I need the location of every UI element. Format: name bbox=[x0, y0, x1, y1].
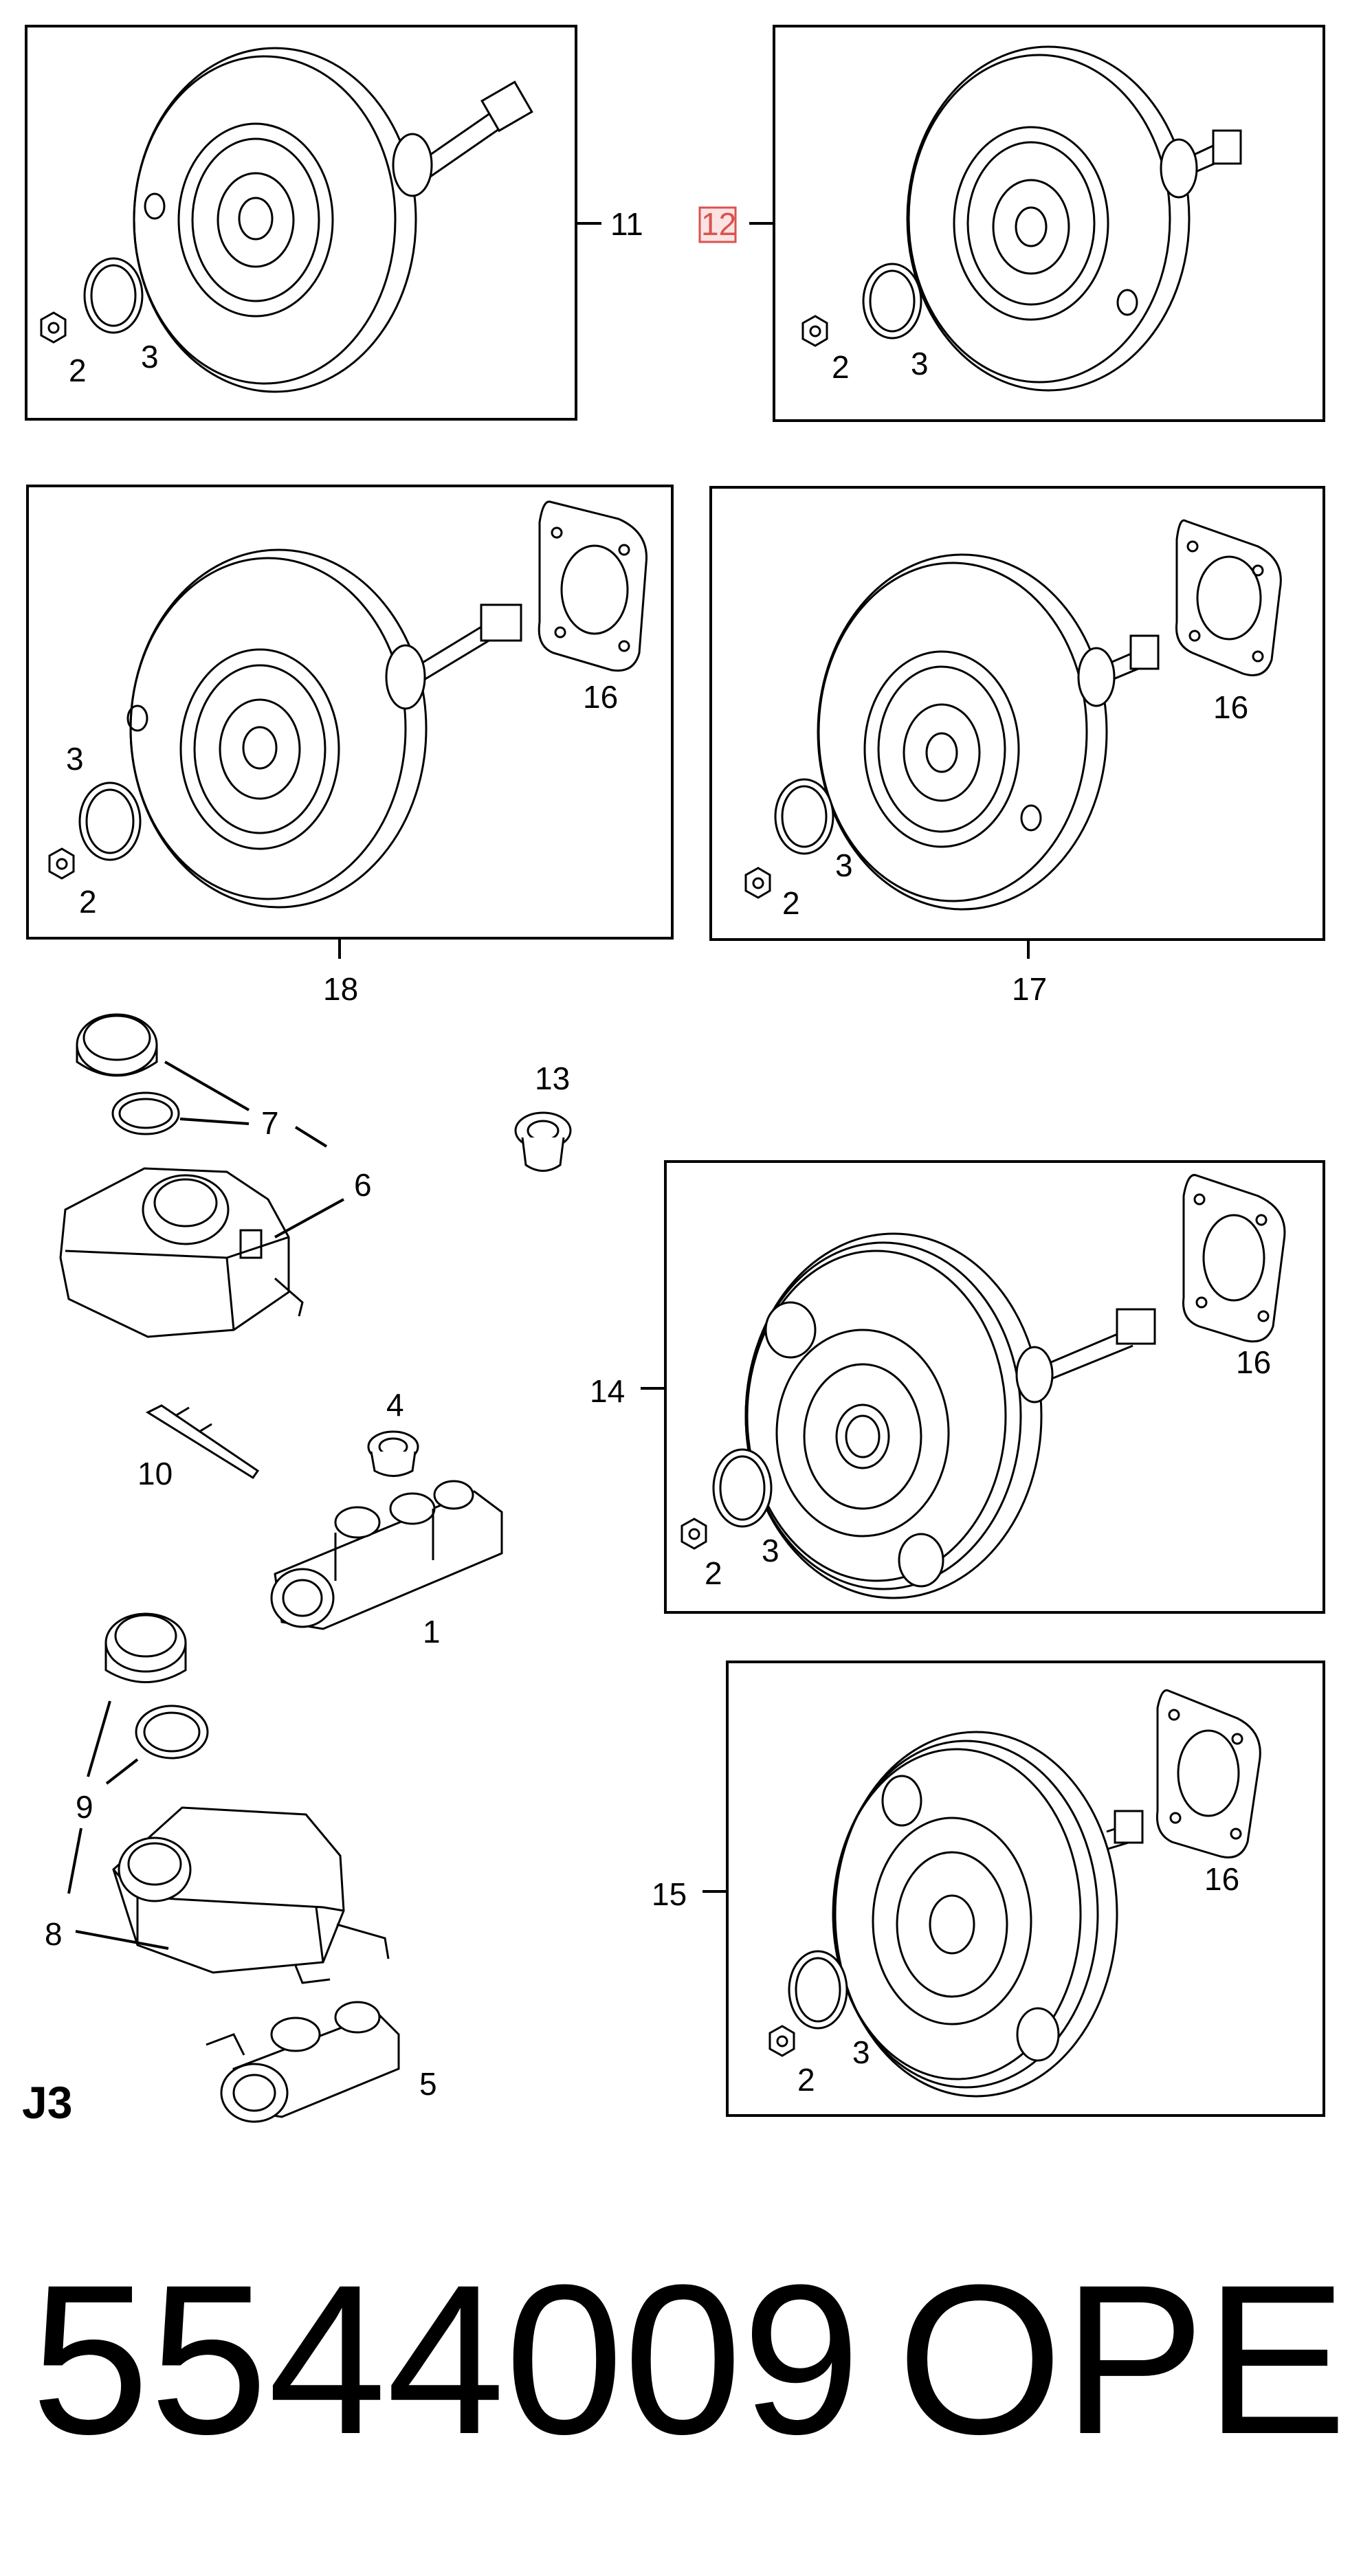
gasket-drawing bbox=[1155, 1689, 1261, 1858]
callout-6: 6 bbox=[354, 1167, 372, 1203]
master-cylinder-drawing bbox=[206, 2001, 400, 2123]
panel-booster-12 bbox=[749, 25, 1325, 422]
callout-2: 2 bbox=[797, 2062, 815, 2098]
panel-booster-11 bbox=[25, 25, 601, 421]
panel-booster-17 bbox=[709, 486, 1325, 959]
callout-3: 3 bbox=[852, 2034, 870, 2070]
brake-booster-drawing bbox=[133, 47, 533, 393]
nut-drawing bbox=[744, 867, 771, 899]
gasket-drawing bbox=[1182, 1174, 1286, 1343]
callout-2: 2 bbox=[705, 1555, 722, 1591]
panel-booster-15 bbox=[702, 1661, 1325, 2117]
callout-2: 2 bbox=[782, 885, 800, 921]
nut-drawing bbox=[768, 2025, 795, 2057]
callout-2: 2 bbox=[69, 353, 87, 388]
callout-16: 16 bbox=[583, 679, 618, 715]
panel-booster-14 bbox=[641, 1160, 1325, 1614]
callout-9: 9 bbox=[76, 1789, 93, 1825]
grommet-drawing bbox=[367, 1430, 419, 1477]
callout-8: 8 bbox=[45, 1916, 63, 1952]
nut-drawing bbox=[48, 847, 75, 880]
reservoir-drawing bbox=[59, 1167, 304, 1338]
callout-7: 7 bbox=[261, 1105, 279, 1141]
callout-16: 16 bbox=[1213, 689, 1248, 725]
highlighted-callout-box bbox=[698, 206, 737, 243]
pin-drawing bbox=[145, 1404, 260, 1480]
cap-seal-drawing bbox=[135, 1705, 209, 1759]
seal-ring-drawing bbox=[862, 263, 922, 340]
seal-ring-drawing bbox=[712, 1448, 773, 1528]
panel-booster-18 bbox=[26, 485, 674, 959]
brake-booster-drawing bbox=[744, 1232, 1156, 1599]
callout-18: 18 bbox=[323, 971, 358, 1007]
master-cylinder-drawing bbox=[270, 1480, 503, 1630]
callout-4: 4 bbox=[386, 1387, 404, 1423]
callout-10: 10 bbox=[137, 1456, 173, 1491]
callout-3: 3 bbox=[66, 741, 84, 777]
brake-booster-drawing bbox=[832, 1731, 1144, 2098]
gasket-drawing bbox=[1175, 519, 1282, 676]
callout-3: 3 bbox=[141, 339, 159, 375]
cap-seal-drawing bbox=[111, 1091, 180, 1135]
reservoir-drawing bbox=[112, 1806, 390, 1984]
callout-13: 13 bbox=[535, 1061, 570, 1096]
seal-ring-drawing bbox=[83, 257, 144, 334]
seal-ring-drawing bbox=[774, 778, 834, 855]
callout-17: 17 bbox=[1012, 971, 1047, 1007]
bushing-drawing bbox=[514, 1111, 572, 1172]
callout-3: 3 bbox=[762, 1533, 779, 1568]
callout-11: 11 bbox=[610, 206, 643, 242]
callout-5: 5 bbox=[419, 2066, 437, 2102]
brand-name: OPEL bbox=[897, 2240, 1350, 2478]
callout-12[interactable]: 12 bbox=[701, 206, 736, 242]
seal-ring-drawing bbox=[78, 781, 142, 861]
gasket-drawing bbox=[538, 500, 648, 672]
callout-2: 2 bbox=[79, 884, 97, 920]
brake-booster-drawing bbox=[906, 45, 1242, 392]
callout-3: 3 bbox=[911, 346, 929, 381]
reservoir-cap-drawing bbox=[104, 1612, 187, 1683]
brake-booster-drawing bbox=[126, 548, 522, 909]
seal-ring-drawing bbox=[788, 1950, 848, 2030]
nut-drawing bbox=[680, 1518, 707, 1550]
callout-2: 2 bbox=[832, 349, 850, 385]
callout-3: 3 bbox=[835, 847, 853, 883]
callout-15: 15 bbox=[652, 1876, 687, 1912]
reservoir-cap-drawing bbox=[76, 1013, 158, 1077]
callout-1: 1 bbox=[423, 1614, 441, 1650]
callout-16: 16 bbox=[1204, 1861, 1239, 1897]
nut-drawing bbox=[40, 311, 67, 344]
page-label: J3 bbox=[22, 2077, 72, 2128]
callout-14: 14 bbox=[590, 1373, 625, 1409]
callout-16: 16 bbox=[1236, 1344, 1271, 1380]
nut-drawing bbox=[801, 315, 828, 347]
part-number: 5544009 bbox=[31, 2240, 861, 2478]
brake-booster-drawing bbox=[817, 553, 1160, 911]
